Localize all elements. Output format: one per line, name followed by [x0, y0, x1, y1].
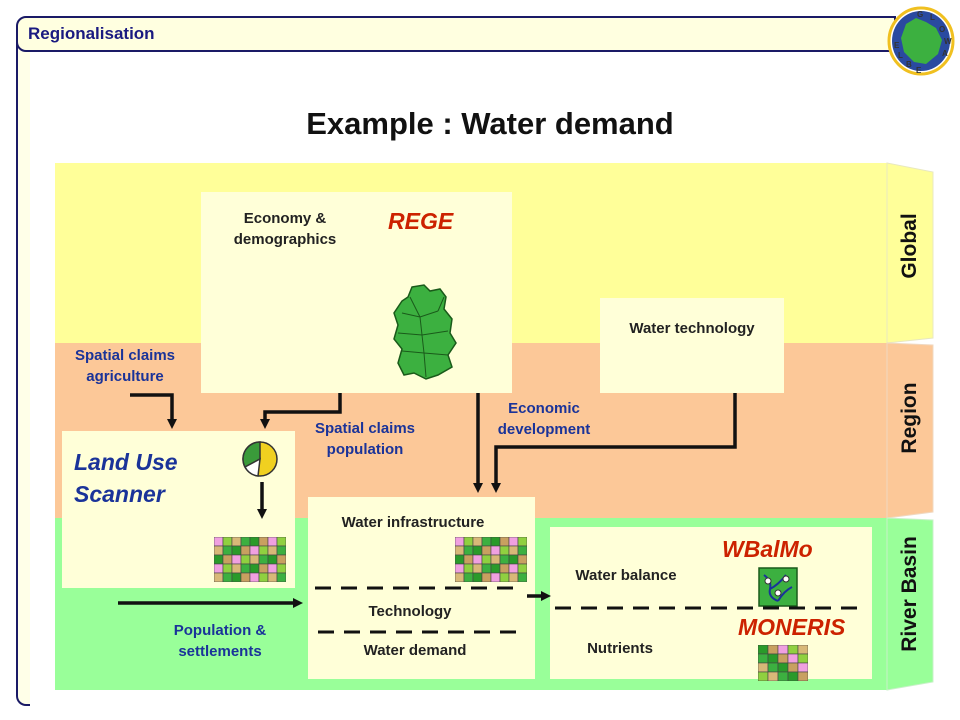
svg-text:A: A: [942, 49, 948, 58]
header-bar: [16, 16, 896, 52]
header-left-rule: [16, 42, 30, 706]
water-technology-box: [600, 298, 784, 393]
germany-map-icon: [393, 284, 457, 380]
water-infrastructure-label: Water infrastructure: [341, 514, 485, 531]
economy-demographics-label: Economy & demographics: [233, 210, 337, 248]
land-use-scanner-model-label: Land Use Scanner: [74, 449, 178, 507]
water-technology-label: Water technology: [629, 320, 755, 337]
land-use-grid-icon: [214, 537, 286, 582]
svg-text:B: B: [906, 60, 912, 69]
svg-text:E: E: [916, 66, 922, 75]
water-infrastructure-grid-icon: [455, 537, 527, 582]
economic-development-label: Economic development: [497, 400, 591, 438]
rege-box: [201, 192, 512, 393]
moneris-model-label: MONERIS: [738, 614, 846, 640]
nutrients-label: Nutrients: [587, 640, 653, 657]
svg-text:L: L: [898, 51, 903, 60]
nutrients-grid-icon: [758, 645, 808, 681]
svg-text:W: W: [944, 37, 952, 46]
svg-text:E: E: [894, 41, 900, 50]
population-settlements-label: Population & settlements: [173, 622, 267, 660]
svg-text:O: O: [939, 25, 945, 34]
main-title: Example : Water demand: [306, 106, 674, 141]
technology-label: Technology: [368, 603, 452, 620]
svg-text:L: L: [930, 13, 935, 22]
glowa-elbe-logo-icon: G L O W A E L B E: [887, 6, 955, 76]
water-balance-label: Water balance: [575, 567, 677, 584]
water-demand-label: Water demand: [363, 642, 467, 659]
header-title: Regionalisation: [28, 24, 155, 43]
wbalmo-moneris-box: [550, 527, 872, 679]
rege-model-label: REGE: [388, 208, 454, 234]
river-network-icon: [758, 567, 798, 607]
svg-text:G: G: [917, 10, 923, 19]
wbalmo-model-label: WBalMo: [722, 536, 813, 562]
spatial-claims-population-label: Spatial claims population: [314, 420, 416, 458]
pie-chart-icon: [242, 441, 278, 477]
spatial-claims-agriculture-label: Spatial claims agriculture: [74, 347, 176, 385]
